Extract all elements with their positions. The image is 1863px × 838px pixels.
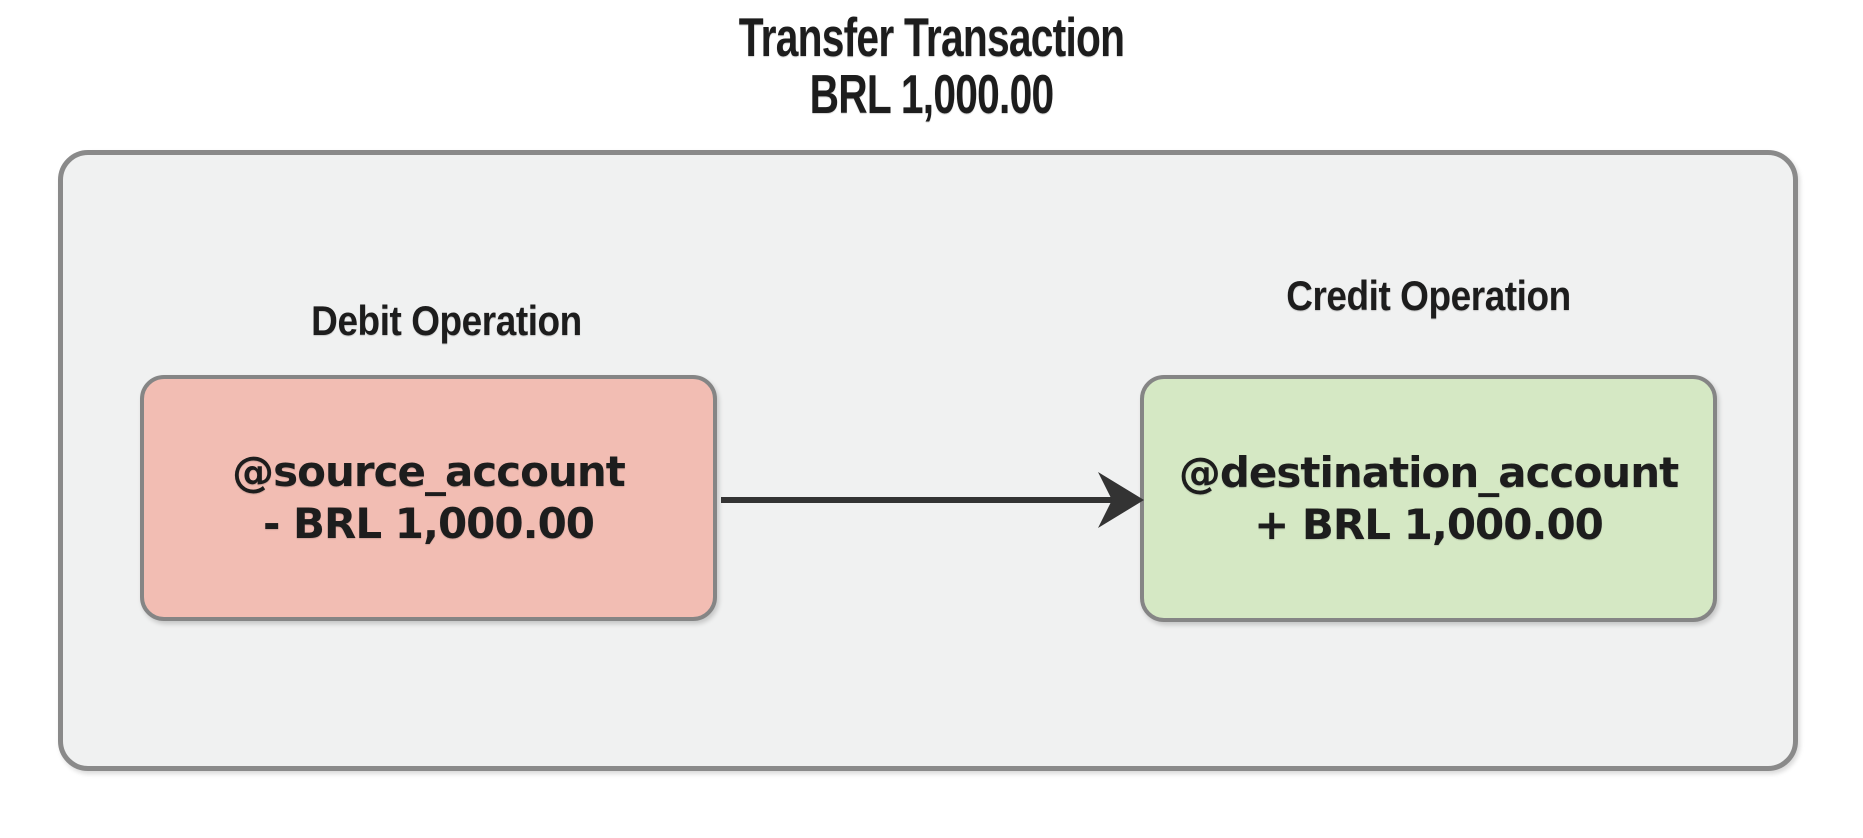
transfer-arrow-head-icon	[1094, 472, 1144, 528]
credit-operation-label: Credit Operation	[1286, 272, 1571, 319]
transfer-arrow-line	[721, 497, 1113, 503]
title-line-1: Transfer Transaction	[738, 6, 1125, 68]
credit-node: @destination_account + BRL 1,000.00	[1140, 375, 1717, 622]
credit-amount: + BRL 1,000.00	[1254, 499, 1604, 549]
debit-operation-label: Debit Operation	[311, 297, 582, 344]
diagram-title: Transfer Transaction BRL 1,000.00	[0, 9, 1863, 123]
debit-node: @source_account - BRL 1,000.00	[140, 375, 717, 621]
credit-account: @destination_account	[1178, 447, 1679, 497]
title-line-2: BRL 1,000.00	[809, 63, 1055, 125]
debit-amount: - BRL 1,000.00	[262, 499, 595, 548]
debit-account: @source_account	[232, 447, 626, 496]
